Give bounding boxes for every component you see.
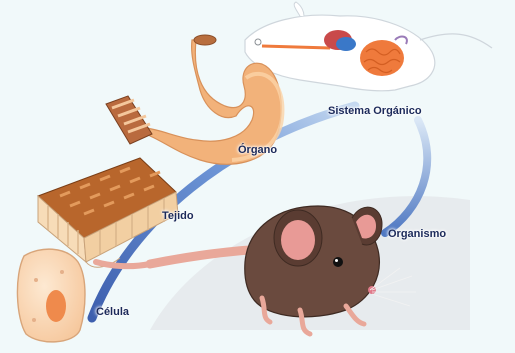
organ-label: Órgano [238, 144, 277, 156]
tissue-label: Tejido [162, 210, 194, 222]
organism-label: Organismo [388, 228, 446, 240]
stomach-wall-section [106, 96, 152, 144]
cell-label: Célula [96, 306, 129, 318]
organ-system-label: Sistema Orgánico [328, 105, 422, 117]
cell-illustration [17, 249, 85, 342]
organ-system-illustration [245, 2, 492, 91]
